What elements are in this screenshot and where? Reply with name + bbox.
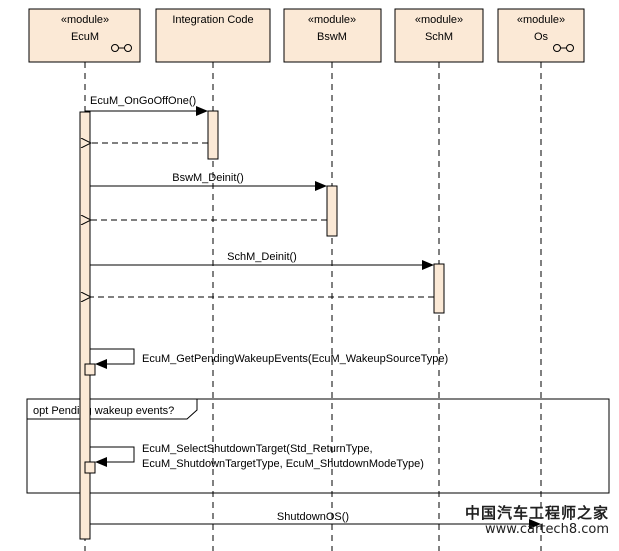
activation-self-2 (84, 461, 96, 474)
lifeline-name: Os (534, 31, 549, 43)
lifeline-ecum: «module» EcuM (28, 8, 141, 551)
fragment-label: opt Pending wakeup events? (33, 405, 174, 417)
lifeline-stereotype: «module» (517, 14, 565, 26)
message-ecum-ongooffone: EcuM_OnGoOffOne() (85, 95, 208, 116)
activation-self-1 (84, 363, 96, 376)
lifeline-head-bswm (283, 8, 382, 63)
opt-fragment: opt Pending wakeup events? (26, 398, 610, 494)
lifeline-head-integration-code (155, 8, 271, 63)
component-icon (111, 44, 132, 52)
watermark-line1: 中国汽车工程师之家 (464, 504, 609, 522)
lifeline-stereotype: «module» (61, 14, 109, 26)
lifeline-bswm: «module» BswM (283, 8, 382, 551)
activation-integration-code (207, 110, 219, 160)
lifeline-stereotype: «module» (308, 14, 356, 26)
lifeline-name: EcuM (71, 31, 99, 43)
lifeline-name: Integration Code (172, 14, 253, 26)
message-label: EcuM_GetPendingWakeupEvents(EcuM_WakeupS… (142, 353, 448, 365)
self-message-select-shutdown-target: EcuM_SelectShutdownTarget(Std_ReturnType… (90, 443, 424, 470)
lifeline-head-schm (394, 8, 484, 63)
activation-schm (433, 263, 445, 314)
lifeline-stereotype: «module» (415, 14, 463, 26)
message-label: EcuM_OnGoOffOne() (90, 95, 196, 107)
lifeline-name: SchM (425, 31, 453, 43)
fragment-tab (26, 398, 198, 420)
message-label: SchM_Deinit() (227, 251, 297, 263)
component-icon (553, 44, 574, 52)
message-bswm-deinit: BswM_Deinit() (90, 172, 327, 191)
message-label-line2: EcuM_ShutdownTargetType, EcuM_ShutdownMo… (142, 458, 424, 470)
activation-bswm (326, 185, 338, 237)
message-label: BswM_Deinit() (172, 172, 244, 184)
lifeline-name: BswM (317, 31, 347, 43)
lifeline-integration-code: Integration Code (155, 8, 271, 551)
self-message-get-pending-wakeup-events: EcuM_GetPendingWakeupEvents(EcuM_WakeupS… (90, 348, 448, 369)
message-label: EcuM_SelectShutdownTarget(Std_ReturnType… (142, 443, 373, 455)
message-arrow (90, 348, 135, 369)
message-arrow (90, 446, 135, 467)
lifeline-head-ecum (28, 8, 141, 63)
watermark: 中国汽车工程师之家 www.cartech8.com (465, 502, 609, 537)
fragment-frame (26, 398, 610, 494)
message-schm-deinit: SchM_Deinit() (90, 251, 434, 270)
message-label: ShutdownOS() (277, 511, 349, 523)
watermark-line2: www.cartech8.com (485, 522, 609, 537)
message-shutdown-os: ShutdownOS() (90, 511, 541, 529)
lifeline-os: «module» Os (497, 8, 585, 551)
lifeline-schm: «module» SchM (394, 8, 484, 551)
activation-ecum (79, 111, 91, 540)
